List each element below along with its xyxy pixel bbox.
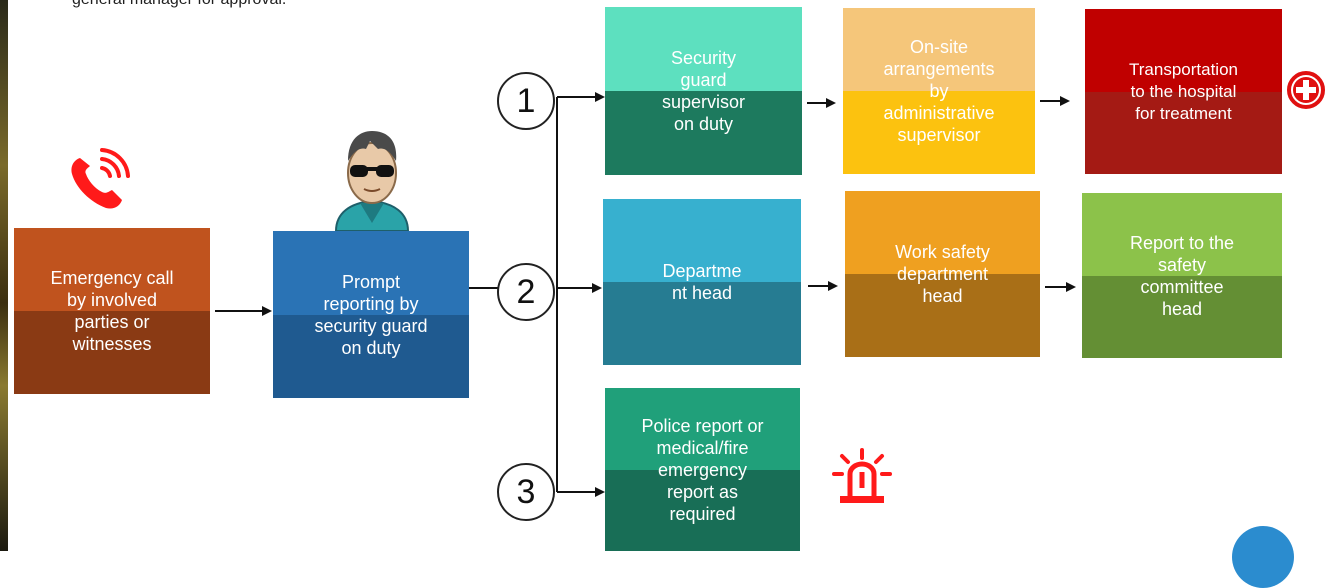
step-3-circle: 3 [497, 463, 555, 521]
step-1-circle: 1 [497, 72, 555, 130]
transportation-label: Transportation to the hospital for treat… [1129, 59, 1238, 123]
prompt-reporting-box: Prompt reporting by security guard on du… [273, 231, 469, 398]
security-guard-avatar [334, 131, 410, 231]
intro-text: general manager for approval. [72, 0, 286, 9]
step-2-circle: 2 [497, 263, 555, 321]
emergency-call-box: Emergency call by involved parties or wi… [14, 228, 210, 394]
department-head-box: Departme nt head [603, 199, 801, 365]
report-committee-label: Report to the safety committee head [1129, 232, 1235, 319]
transportation-box: Transportation to the hospital for treat… [1085, 9, 1282, 174]
work-safety-label: Work safety department head [895, 242, 990, 306]
report-committee-box: Report to the safety committee head [1082, 193, 1282, 358]
department-head-label: Departme nt head [662, 261, 742, 303]
background-strip [0, 0, 8, 551]
medical-cross-icon [1287, 71, 1325, 109]
onsite-arrangements-box: On-site arrangements by administrative s… [843, 8, 1035, 174]
police-report-box: Police report or medical/fire emergency … [605, 388, 800, 551]
emergency-call-label: Emergency call by involved parties or wi… [50, 268, 174, 354]
connector-lines [215, 92, 1076, 497]
phone-icon [71, 148, 130, 209]
security-supervisor-label: Security guard supervisor on duty [661, 48, 746, 134]
work-safety-box: Work safety department head [845, 191, 1040, 357]
siren-icon [832, 448, 892, 503]
prompt-reporting-label: Prompt reporting by security guard on du… [314, 271, 428, 358]
onsite-arrangements-label: On-site arrangements by administrative s… [883, 37, 995, 145]
security-supervisor-box: Security guard supervisor on duty [605, 7, 802, 175]
page-number-badge [1232, 526, 1294, 588]
police-report-label: Police report or medical/fire emergency … [641, 415, 764, 524]
